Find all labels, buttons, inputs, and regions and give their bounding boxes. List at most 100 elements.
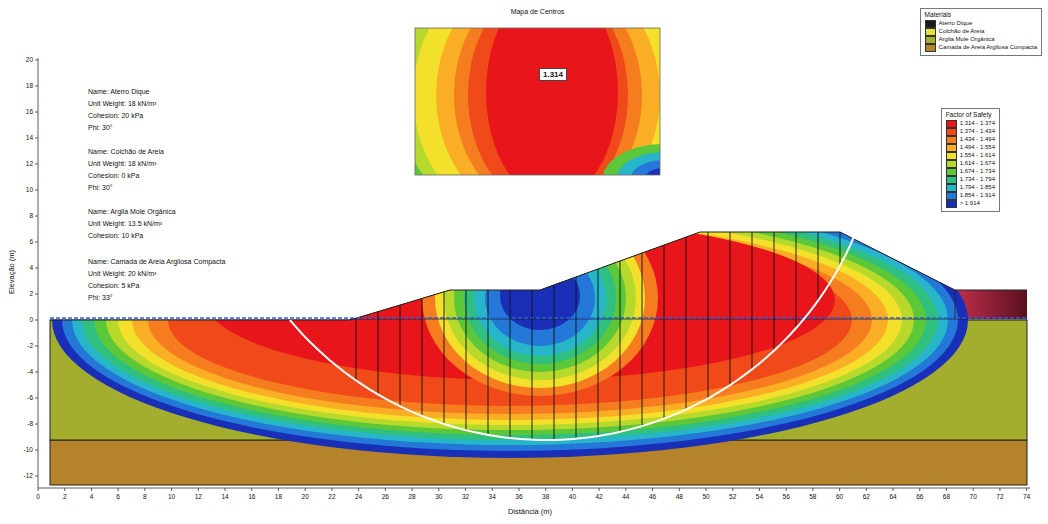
tick-mark xyxy=(732,488,733,491)
axis-tick-label: 12 xyxy=(26,160,33,167)
tick-mark xyxy=(706,488,707,491)
axis-tick-label: 2 xyxy=(29,290,33,297)
legend-swatch xyxy=(925,20,936,28)
tick-mark xyxy=(866,488,867,491)
centres-map-frame xyxy=(415,28,660,175)
tick-mark xyxy=(599,488,600,491)
legend-text: 1.794 - 1.854 xyxy=(960,184,995,191)
axis-tick-label: 16 xyxy=(26,108,33,115)
tick-mark xyxy=(492,488,493,491)
legend-text: > 1.914 xyxy=(960,200,980,207)
legend-swatch xyxy=(925,44,936,52)
axis-title: Elevação (m) xyxy=(8,250,17,294)
material-property: Phi: 30° xyxy=(88,184,113,192)
tick-mark xyxy=(973,488,974,491)
axis-tick-label: 4 xyxy=(90,493,94,500)
tick-mark xyxy=(759,488,760,491)
tick-mark xyxy=(35,112,38,113)
axis-tick-label: 20 xyxy=(302,493,309,500)
material-property: Phi: 33° xyxy=(88,294,113,302)
legend-row: 1.554 - 1.614 xyxy=(946,152,995,160)
legend-row: 1.734 - 1.794 xyxy=(946,176,995,184)
legend-row: 1.314 - 1.374 xyxy=(946,120,995,128)
tick-mark xyxy=(919,488,920,491)
tick-mark xyxy=(438,488,439,491)
material-property: Name: Camada de Areia Argilosa Compacta xyxy=(88,258,225,266)
legend-swatch xyxy=(946,128,957,136)
axis-tick-label: 40 xyxy=(569,493,576,500)
min-safety-factor: 1.314 xyxy=(539,68,567,81)
axis-tick-label: 38 xyxy=(542,493,549,500)
axis-tick-label: 42 xyxy=(595,493,602,500)
centres-map xyxy=(415,28,660,175)
tick-mark xyxy=(385,488,386,491)
material-property: Unit Weight: 18 kN/m³ xyxy=(88,160,156,168)
tick-mark xyxy=(465,488,466,491)
axis-tick-label: 58 xyxy=(809,493,816,500)
legend-text: 1.374 - 1.434 xyxy=(960,128,995,135)
x-axis xyxy=(38,488,1030,489)
legend-row: > 1.914 xyxy=(946,200,995,208)
slice-line xyxy=(422,298,423,416)
tick-mark xyxy=(35,268,38,269)
tick-mark xyxy=(35,164,38,165)
slice-line xyxy=(488,290,489,435)
axis-tick-label: 14 xyxy=(221,493,228,500)
axis-tick-label: 16 xyxy=(248,493,255,500)
axis-tick-label: 6 xyxy=(116,493,120,500)
tick-mark xyxy=(545,488,546,491)
legend-text: 1.554 - 1.614 xyxy=(960,152,995,159)
centres-map-panel: Mapa de Centros1.314 xyxy=(415,8,660,175)
legend-text: Camada de Areia Argilosa Compacta xyxy=(939,44,1037,51)
material-property: Name: Aterro Dique xyxy=(88,88,149,96)
tick-mark xyxy=(518,488,519,491)
material-property: Cohesion: 0 kPa xyxy=(88,172,139,180)
axis-tick-label: 50 xyxy=(702,493,709,500)
tick-mark xyxy=(251,488,252,491)
tick-mark xyxy=(35,86,38,87)
slice-line xyxy=(466,290,467,430)
tick-mark xyxy=(38,488,39,491)
slice-line xyxy=(532,290,533,440)
tick-mark xyxy=(839,488,840,491)
slice-line xyxy=(752,232,753,369)
axis-tick-label: 46 xyxy=(649,493,656,500)
axis-tick-label: 64 xyxy=(889,493,896,500)
legend-text: 1.674 - 1.734 xyxy=(960,168,995,175)
material-property: Unit Weight: 20 kN/m³ xyxy=(88,270,156,278)
safety-factor-value: 1.314 xyxy=(543,70,563,79)
tick-mark xyxy=(198,488,199,491)
slice-line xyxy=(510,290,511,438)
axis-tick-label: 14 xyxy=(26,134,33,141)
axis-tick-label: 0 xyxy=(36,493,40,500)
axis-tick-label: 18 xyxy=(26,82,33,89)
legend-text: 1.494 - 1.554 xyxy=(960,144,995,151)
axis-tick-label: -10 xyxy=(24,446,33,453)
legend-row: 1.374 - 1.434 xyxy=(946,128,995,136)
tick-mark xyxy=(786,488,787,491)
legend-swatch xyxy=(946,168,957,176)
tick-mark xyxy=(64,488,65,491)
legend-title: Factor of Safety xyxy=(946,111,995,118)
legend-swatch xyxy=(946,176,957,184)
axis-tick-label: 6 xyxy=(29,238,33,245)
legend-swatch xyxy=(946,200,957,208)
slice-line xyxy=(642,253,643,426)
legend-row: Camada de Areia Argilosa Compacta xyxy=(925,44,1037,52)
axis-tick-label: 26 xyxy=(382,493,389,500)
material-property: Cohesion: 20 kPa xyxy=(88,112,143,120)
tick-mark xyxy=(35,476,38,477)
axis-tick-label: 28 xyxy=(408,493,415,500)
legend-swatch xyxy=(946,192,957,200)
axis-tick-label: -2 xyxy=(27,342,33,349)
tick-mark xyxy=(35,60,38,61)
axis-tick-label: -6 xyxy=(27,394,33,401)
slice-line xyxy=(400,305,401,406)
legend-swatch xyxy=(946,136,957,144)
legend-text: 1.314 - 1.374 xyxy=(960,120,995,127)
water-table xyxy=(50,317,1027,318)
tick-mark xyxy=(225,488,226,491)
tick-mark xyxy=(118,488,119,491)
legend-text: Colchão de Areia xyxy=(939,28,985,35)
